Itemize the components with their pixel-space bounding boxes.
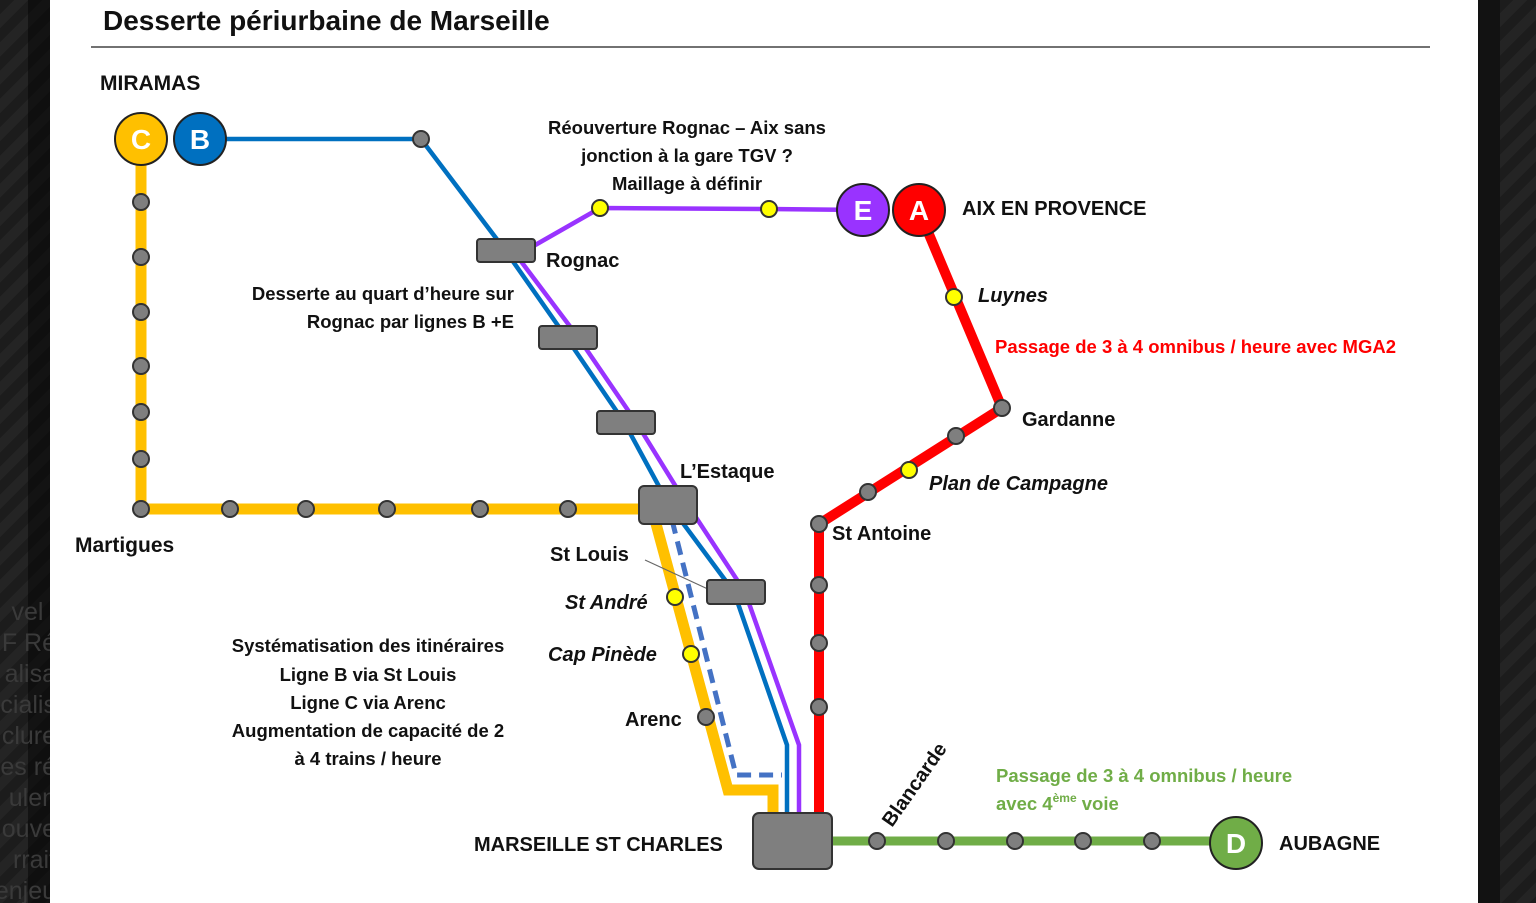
label-aix: AIX EN PROVENCE (962, 198, 1146, 220)
line-e-label: E (854, 195, 873, 226)
line-a-badge (892, 183, 946, 237)
stop-gardanne (993, 399, 1011, 417)
line-b-badge (173, 112, 227, 166)
label-st-antoine: St Antoine (832, 523, 931, 545)
note-systematisation: à 4 trains / heure (294, 748, 441, 769)
station-st-louis (706, 579, 766, 605)
background-text: alisa (4, 660, 50, 688)
note-rognac-aix: jonction à la gare TGV ? (580, 145, 793, 166)
line-c-label: C (131, 124, 151, 155)
note-quart-heure: Desserte au quart d’heure sur (252, 283, 514, 304)
stop (937, 832, 955, 850)
label-arenc: Arenc (625, 709, 682, 731)
note-rognac-aix: Réouverture Rognac – Aix sans (548, 117, 826, 138)
label-martigues: Martigues (75, 534, 174, 557)
stop (132, 303, 150, 321)
stop (132, 450, 150, 468)
note-rognac-aix: Maillage à définir (612, 173, 762, 194)
stop (947, 427, 965, 445)
label-luynes: Luynes (978, 285, 1048, 307)
note-systematisation: Ligne B via St Louis (280, 664, 457, 685)
background-text: clure (1, 722, 50, 750)
stop (221, 500, 239, 518)
label-aubagne: AUBAGNE (1279, 833, 1380, 855)
label-lestaque: L’Estaque (680, 461, 774, 483)
station-box (596, 410, 656, 435)
stop (1074, 832, 1092, 850)
stop (378, 500, 396, 518)
background-text: ouve (1, 815, 50, 843)
note-line-a: Passage de 3 à 4 omnibus / heure avec MG… (995, 336, 1396, 357)
note-systematisation: Ligne C via Arenc (290, 692, 446, 713)
note-systematisation: Augmentation de capacité de 2 (232, 720, 504, 741)
slide (50, 0, 1478, 903)
label-rognac: Rognac (546, 250, 619, 272)
label-miramas: MIRAMAS (100, 72, 200, 95)
stop (412, 130, 430, 148)
new-stop-st-andre (666, 588, 684, 606)
stop (132, 193, 150, 211)
line-c-badge (114, 112, 168, 166)
line-b-dashed-variant (669, 519, 782, 778)
station-box (538, 325, 598, 350)
background-text: cialis (0, 691, 50, 719)
label-cap-pinede: Cap Pinède (548, 644, 657, 666)
station-marseille-st-charles (752, 812, 833, 870)
stop (297, 500, 315, 518)
stop (132, 357, 150, 375)
label-marseille-st-charles: MARSEILLE ST CHARLES (474, 834, 723, 856)
station-lestaque (638, 485, 698, 525)
new-stop (760, 200, 778, 218)
stop-blancarde (868, 832, 886, 850)
stop (132, 248, 150, 266)
stop-martigues (132, 500, 150, 518)
note-line-d-part: voie (1077, 793, 1119, 814)
stop-st-antoine (810, 515, 828, 533)
line-a-label: A (909, 195, 929, 226)
stop (810, 698, 828, 716)
label-st-louis: St Louis (550, 544, 629, 566)
line-b-label: B (190, 124, 210, 155)
stop-arenc (697, 708, 715, 726)
stop (810, 576, 828, 594)
line-e (528, 205, 864, 250)
background-text: rrait (12, 846, 50, 874)
background-text: ulen (8, 784, 50, 812)
note-systematisation: Systématisation des itinéraires (232, 635, 504, 656)
new-stop-plan-de-campagne (900, 461, 918, 479)
background-text: vel i (11, 598, 50, 626)
line-d-badge (1209, 816, 1263, 870)
new-stop-cap-pinede (682, 645, 700, 663)
stop (859, 483, 877, 501)
note-line-d: Passage de 3 à 4 omnibus / heure (996, 765, 1292, 786)
note-line-d-sup: ème (1053, 791, 1077, 805)
stop (559, 500, 577, 518)
label-st-andre: St André (565, 592, 648, 614)
stop (1006, 832, 1024, 850)
station-rognac (476, 238, 536, 263)
line-e-badge (836, 183, 890, 237)
note-quart-heure: Rognac par lignes B +E (307, 311, 514, 332)
label-gardanne: Gardanne (1022, 409, 1115, 431)
note-line-d-part: avec 4 (996, 793, 1053, 814)
label-blancarde: Blancarde (878, 739, 951, 831)
stop (810, 634, 828, 652)
stop (132, 403, 150, 421)
label-plan-de-campagne: Plan de Campagne (929, 473, 1108, 495)
stop (471, 500, 489, 518)
background-left: vel i F Ré alisa cialis clure es ré ulen… (0, 0, 50, 903)
background-band (28, 0, 50, 903)
background-text: es ré (0, 753, 50, 781)
note-line-d: avec 4ème voie (996, 791, 1119, 814)
new-stop-luynes (945, 288, 963, 306)
background-right-band (1478, 0, 1500, 903)
background-text: enjeu (0, 877, 50, 903)
stop (1143, 832, 1161, 850)
line-d-label: D (1226, 828, 1246, 859)
new-stop (591, 199, 609, 217)
background-text: F Ré (1, 629, 50, 657)
st-louis-leader (644, 559, 711, 591)
page-title: Desserte périurbaine de Marseille (103, 5, 550, 36)
